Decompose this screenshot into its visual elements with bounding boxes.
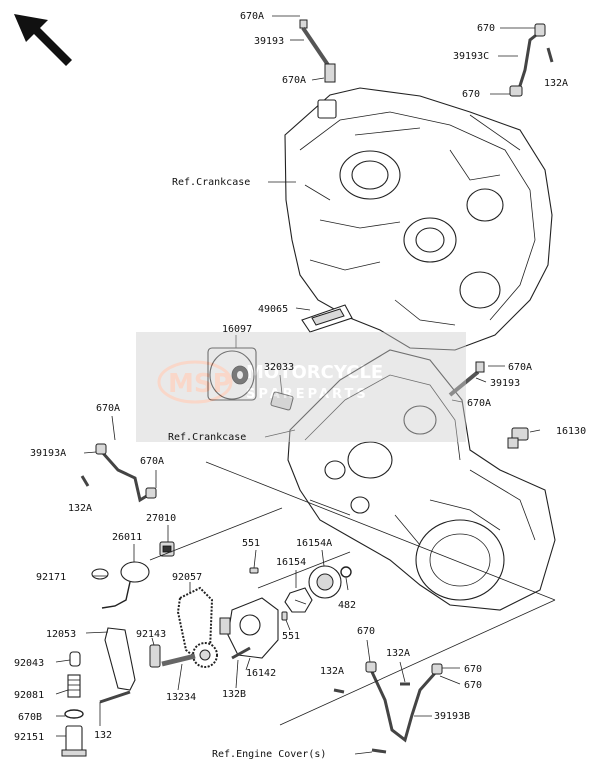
part-label-32033: 32033 <box>264 362 294 373</box>
part-label-132: 132 <box>94 730 112 741</box>
part-label-92151: 92151 <box>14 732 44 743</box>
part-label-670a: 670A <box>140 456 164 467</box>
pin-551-top <box>249 567 259 574</box>
pin-551-bottom <box>281 611 288 621</box>
bolt-132b <box>231 646 251 660</box>
sprocket <box>192 642 218 668</box>
part-label-132a: 132A <box>544 78 568 89</box>
watermark-logo: MSP <box>168 369 232 399</box>
part-label-39193a: 39193A <box>30 448 66 459</box>
part-label-92081: 92081 <box>14 690 44 701</box>
part-label-13234: 13234 <box>166 692 196 703</box>
part-label-39193b: 39193B <box>434 711 470 722</box>
part-label-132a: 132A <box>386 648 410 659</box>
lower-crankcase-drawing <box>287 349 556 611</box>
chain-92057 <box>176 586 214 662</box>
oil-pipe-39193b <box>333 661 443 754</box>
part-label-670a: 670A <box>508 362 532 373</box>
ref-label-crankcase: Ref.Crankcase <box>168 432 246 443</box>
ref-label-engine-cover: Ref.Engine Cover(s) <box>212 749 326 760</box>
plate-49065 <box>301 304 353 333</box>
part-label-49065: 49065 <box>258 304 288 315</box>
part-label-132a: 132A <box>320 666 344 677</box>
part-label-482: 482 <box>338 600 356 611</box>
oil-pipe-bolt-39193-top <box>299 19 336 83</box>
part-label-670a: 670A <box>96 403 120 414</box>
part-label-26011: 26011 <box>112 532 142 543</box>
part-label-16142: 16142 <box>246 668 276 679</box>
plug-16130 <box>507 427 529 449</box>
part-label-92057: 92057 <box>172 572 202 583</box>
oil-pipe-39193a <box>80 443 157 503</box>
fitting-32033 <box>270 391 294 411</box>
part-label-39193c: 39193C <box>453 51 489 62</box>
switch-27010 <box>159 541 175 557</box>
part-label-92171: 92171 <box>36 572 66 583</box>
plug-92151 <box>61 725 87 757</box>
watermark-line2: SPAREPARTS <box>246 387 369 402</box>
bolt-132 <box>99 690 131 704</box>
collar-92143 <box>149 644 161 668</box>
ref-label-crankcase: Ref.Crankcase <box>172 177 250 188</box>
oil-pipe-bolt-39193-right <box>448 361 485 397</box>
rotor-16154a <box>308 565 342 599</box>
part-label-670: 670 <box>357 626 375 637</box>
oil-pipe-39193c <box>509 23 554 97</box>
part-label-39193: 39193 <box>490 378 520 389</box>
assembly-guide-lines <box>149 461 556 726</box>
part-labels: 670A 39193 670A 670 39193C 132A 670 Ref.… <box>14 11 586 760</box>
circlip-482 <box>340 566 352 578</box>
part-label-39193: 39193 <box>254 36 284 47</box>
part-label-670a: 670A <box>240 11 264 22</box>
part-label-670: 670 <box>464 664 482 675</box>
pin-92043 <box>69 651 81 667</box>
part-label-670: 670 <box>462 89 480 100</box>
part-label-132a: 132A <box>68 503 92 514</box>
part-label-551: 551 <box>282 631 300 642</box>
watermark-line1: MOTORCYCLE <box>246 362 383 383</box>
part-label-670a: 670A <box>282 75 306 86</box>
chain-guide-12053 <box>104 627 136 691</box>
upper-crankcase-drawing <box>284 87 553 351</box>
part-label-12053: 12053 <box>46 629 76 640</box>
part-label-16154a: 16154A <box>296 538 332 549</box>
o-ring-670b <box>64 709 84 719</box>
part-label-670: 670 <box>464 680 482 691</box>
clamp-92171 <box>91 568 109 580</box>
shaft-13234 <box>161 653 196 667</box>
part-label-27010: 27010 <box>146 513 176 524</box>
part-label-92043: 92043 <box>14 658 44 669</box>
leader-lines <box>55 15 541 755</box>
part-label-16154: 16154 <box>276 557 306 568</box>
part-label-16097: 16097 <box>222 324 252 335</box>
oil-pump-16142 <box>219 597 279 659</box>
part-label-132b: 132B <box>222 689 246 700</box>
oil-filter-16097 <box>207 347 257 401</box>
watermark: MSP MOTORCYCLE SPAREPARTS <box>136 332 466 442</box>
part-label-92143: 92143 <box>136 629 166 640</box>
front-direction-arrow-icon <box>14 14 72 66</box>
rotor-16154 <box>284 587 313 613</box>
spring-92081 <box>67 674 81 698</box>
sensor-26011 <box>101 561 150 609</box>
part-label-16130: 16130 <box>556 426 586 437</box>
part-label-670a: 670A <box>467 398 491 409</box>
part-label-670: 670 <box>477 23 495 34</box>
part-label-551: 551 <box>242 538 260 549</box>
part-label-670b: 670B <box>18 712 42 723</box>
